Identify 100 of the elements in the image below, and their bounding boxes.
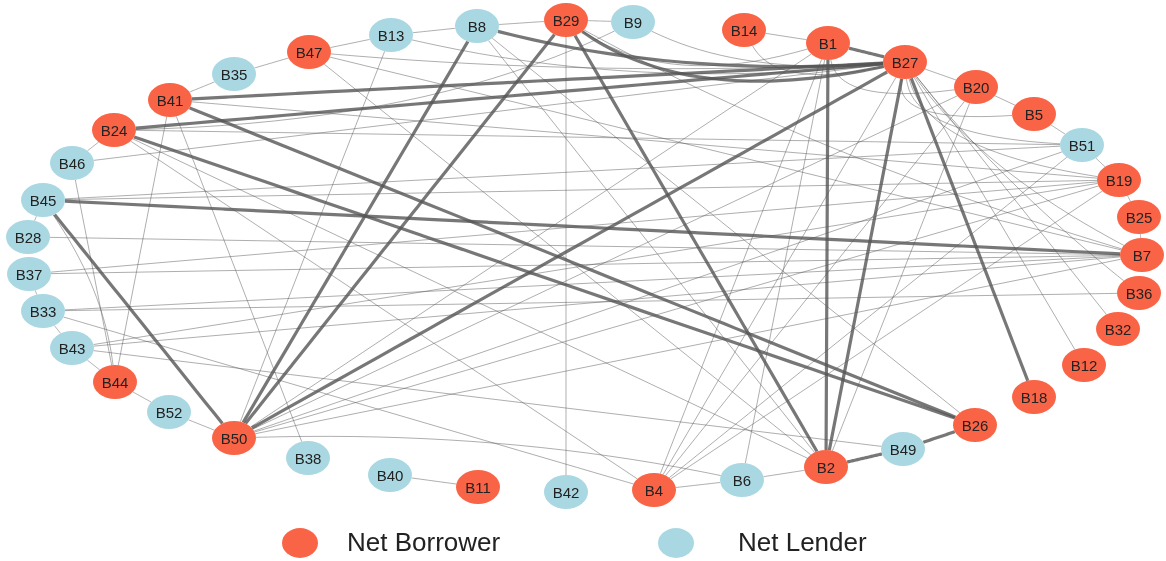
network-link	[132, 138, 808, 459]
lender-node: B8	[455, 9, 499, 43]
network-link	[52, 214, 114, 366]
lender-node: B45	[21, 183, 65, 217]
network-link	[329, 39, 371, 48]
network-link	[668, 156, 1068, 479]
network-link	[847, 46, 886, 59]
network-link	[824, 60, 830, 450]
network-link	[254, 185, 1099, 433]
lender-node: B35	[212, 57, 256, 91]
network-link	[87, 359, 100, 371]
network-link	[565, 36, 567, 476]
network-link	[253, 151, 1063, 432]
borrower-node: B5	[1012, 97, 1056, 131]
network-link	[900, 78, 1013, 117]
borrower-node: B20	[954, 70, 998, 104]
lender-node: B43	[50, 331, 94, 365]
legend-label: Net Borrower	[347, 527, 501, 558]
network-link	[830, 59, 955, 94]
borrower-node: B41	[148, 83, 192, 117]
network-link	[189, 81, 215, 93]
borrower-node: B12	[1062, 348, 1106, 382]
network-link	[254, 57, 289, 69]
network-link	[498, 21, 545, 25]
legend-label: Net Lender	[738, 527, 867, 558]
lender-node: B38	[286, 441, 330, 475]
network-link	[244, 33, 556, 425]
network-link	[93, 256, 1121, 347]
network-link	[53, 213, 224, 425]
network-link	[665, 101, 965, 476]
network-link	[240, 51, 385, 423]
network-link	[63, 316, 634, 485]
network-link	[49, 237, 1121, 255]
network-link	[906, 78, 1061, 145]
network-link	[176, 116, 303, 442]
network-link	[916, 76, 1107, 315]
network-link	[135, 130, 1061, 145]
network-link	[93, 350, 882, 447]
network-link	[250, 53, 812, 428]
borrower-node: B44	[93, 365, 137, 399]
network-link	[662, 77, 897, 475]
network-link	[1050, 124, 1066, 135]
network-link	[34, 215, 37, 222]
network-link	[752, 45, 885, 75]
borrower-node: B50	[212, 421, 256, 455]
network-link	[251, 70, 888, 430]
network-link	[921, 430, 957, 444]
lender-node: B40	[368, 458, 412, 492]
network-link	[832, 102, 970, 452]
network-link	[1127, 195, 1131, 202]
lender-node: B51	[1060, 128, 1104, 162]
borrower-node: B19	[1097, 163, 1141, 197]
network-link	[915, 76, 1125, 246]
borrower-node: B32	[1096, 312, 1140, 346]
network-link	[188, 419, 215, 431]
network-link	[54, 325, 61, 334]
borrower-node: B4	[632, 473, 676, 507]
network-link	[50, 181, 1098, 273]
network-link	[587, 20, 612, 22]
lender-node: B33	[21, 294, 65, 328]
borrower-node: B29	[544, 3, 588, 37]
borrower-node: B1	[806, 26, 850, 60]
network-link	[908, 78, 1098, 177]
borrower-node: B18	[1012, 380, 1056, 414]
network-link	[1095, 157, 1106, 168]
borrower-node: B7	[1120, 238, 1164, 272]
borrower-node: B2	[804, 450, 848, 484]
network-link	[64, 145, 1061, 200]
borrower-node: B24	[92, 113, 136, 147]
borrower-node: B26	[953, 408, 997, 442]
network-link	[93, 64, 884, 161]
lender-node: B28	[6, 220, 50, 254]
lender-node: B49	[881, 432, 925, 466]
network-link	[87, 141, 99, 152]
network-link	[64, 180, 1098, 200]
network-link	[573, 34, 819, 453]
network-link	[64, 293, 1118, 311]
network-link	[994, 95, 1016, 106]
network-link	[133, 135, 956, 420]
borrower-node: B27	[883, 45, 927, 79]
lender-node: B46	[50, 146, 94, 180]
network-link	[118, 116, 167, 366]
network-link	[675, 482, 721, 488]
network-link	[50, 255, 1121, 274]
network-link	[132, 391, 152, 403]
network-link	[411, 477, 457, 485]
lender-node: B42	[544, 475, 588, 509]
network-link	[924, 68, 957, 81]
network-link	[241, 40, 470, 424]
network-link	[763, 470, 805, 477]
network-link	[329, 56, 1122, 251]
network-link	[765, 33, 807, 40]
network-link	[130, 140, 638, 480]
borrower-node: B14	[722, 13, 766, 47]
network-link	[412, 28, 456, 33]
lender-node: B6	[720, 463, 764, 497]
network-link	[1140, 233, 1141, 239]
network-link	[75, 179, 112, 366]
borrower-node: B36	[1117, 276, 1161, 310]
network-link	[255, 436, 722, 476]
